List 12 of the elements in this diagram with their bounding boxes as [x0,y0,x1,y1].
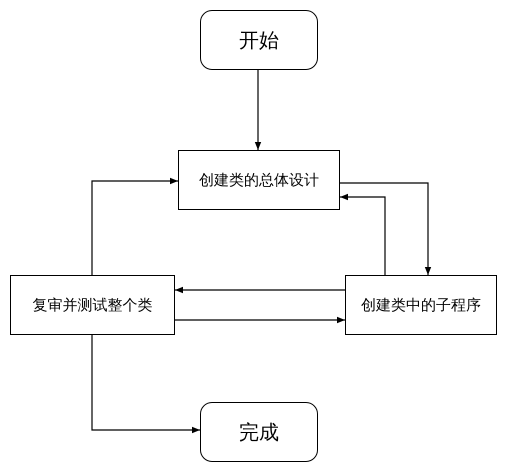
arrow [91,335,200,434]
terminal-box: 开始 [200,10,318,70]
arrow [254,70,262,150]
arrow [340,182,432,275]
process-box: 创建类的总体设计 [178,150,340,210]
arrow [175,316,345,324]
process-box: 创建类中的子程序 [345,275,497,335]
process-box: 复审并测试整个类 [10,275,175,335]
arrow [91,178,178,275]
arrow [175,286,345,294]
arrow [340,194,386,275]
terminal-box: 完成 [200,402,318,462]
